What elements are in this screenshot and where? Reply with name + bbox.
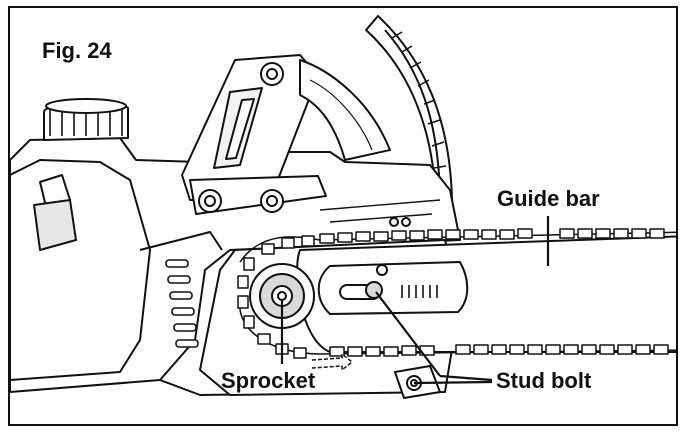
guide-bar-label: Guide bar [497,186,600,211]
oil-cap [43,98,129,141]
chain-direction-arrow [311,353,353,371]
vent-slots [165,259,199,348]
stud-bolt-label: Stud bolt [496,368,592,393]
sprocket [249,263,315,329]
sprocket-label: Sprocket [221,368,316,393]
figure-number: Fig. 24 [42,38,112,63]
leader-lines [280,216,550,385]
chain-tension-arm [181,54,391,215]
guide-bar [296,217,676,353]
saw-chain [237,228,676,359]
motor-housing [10,137,461,396]
